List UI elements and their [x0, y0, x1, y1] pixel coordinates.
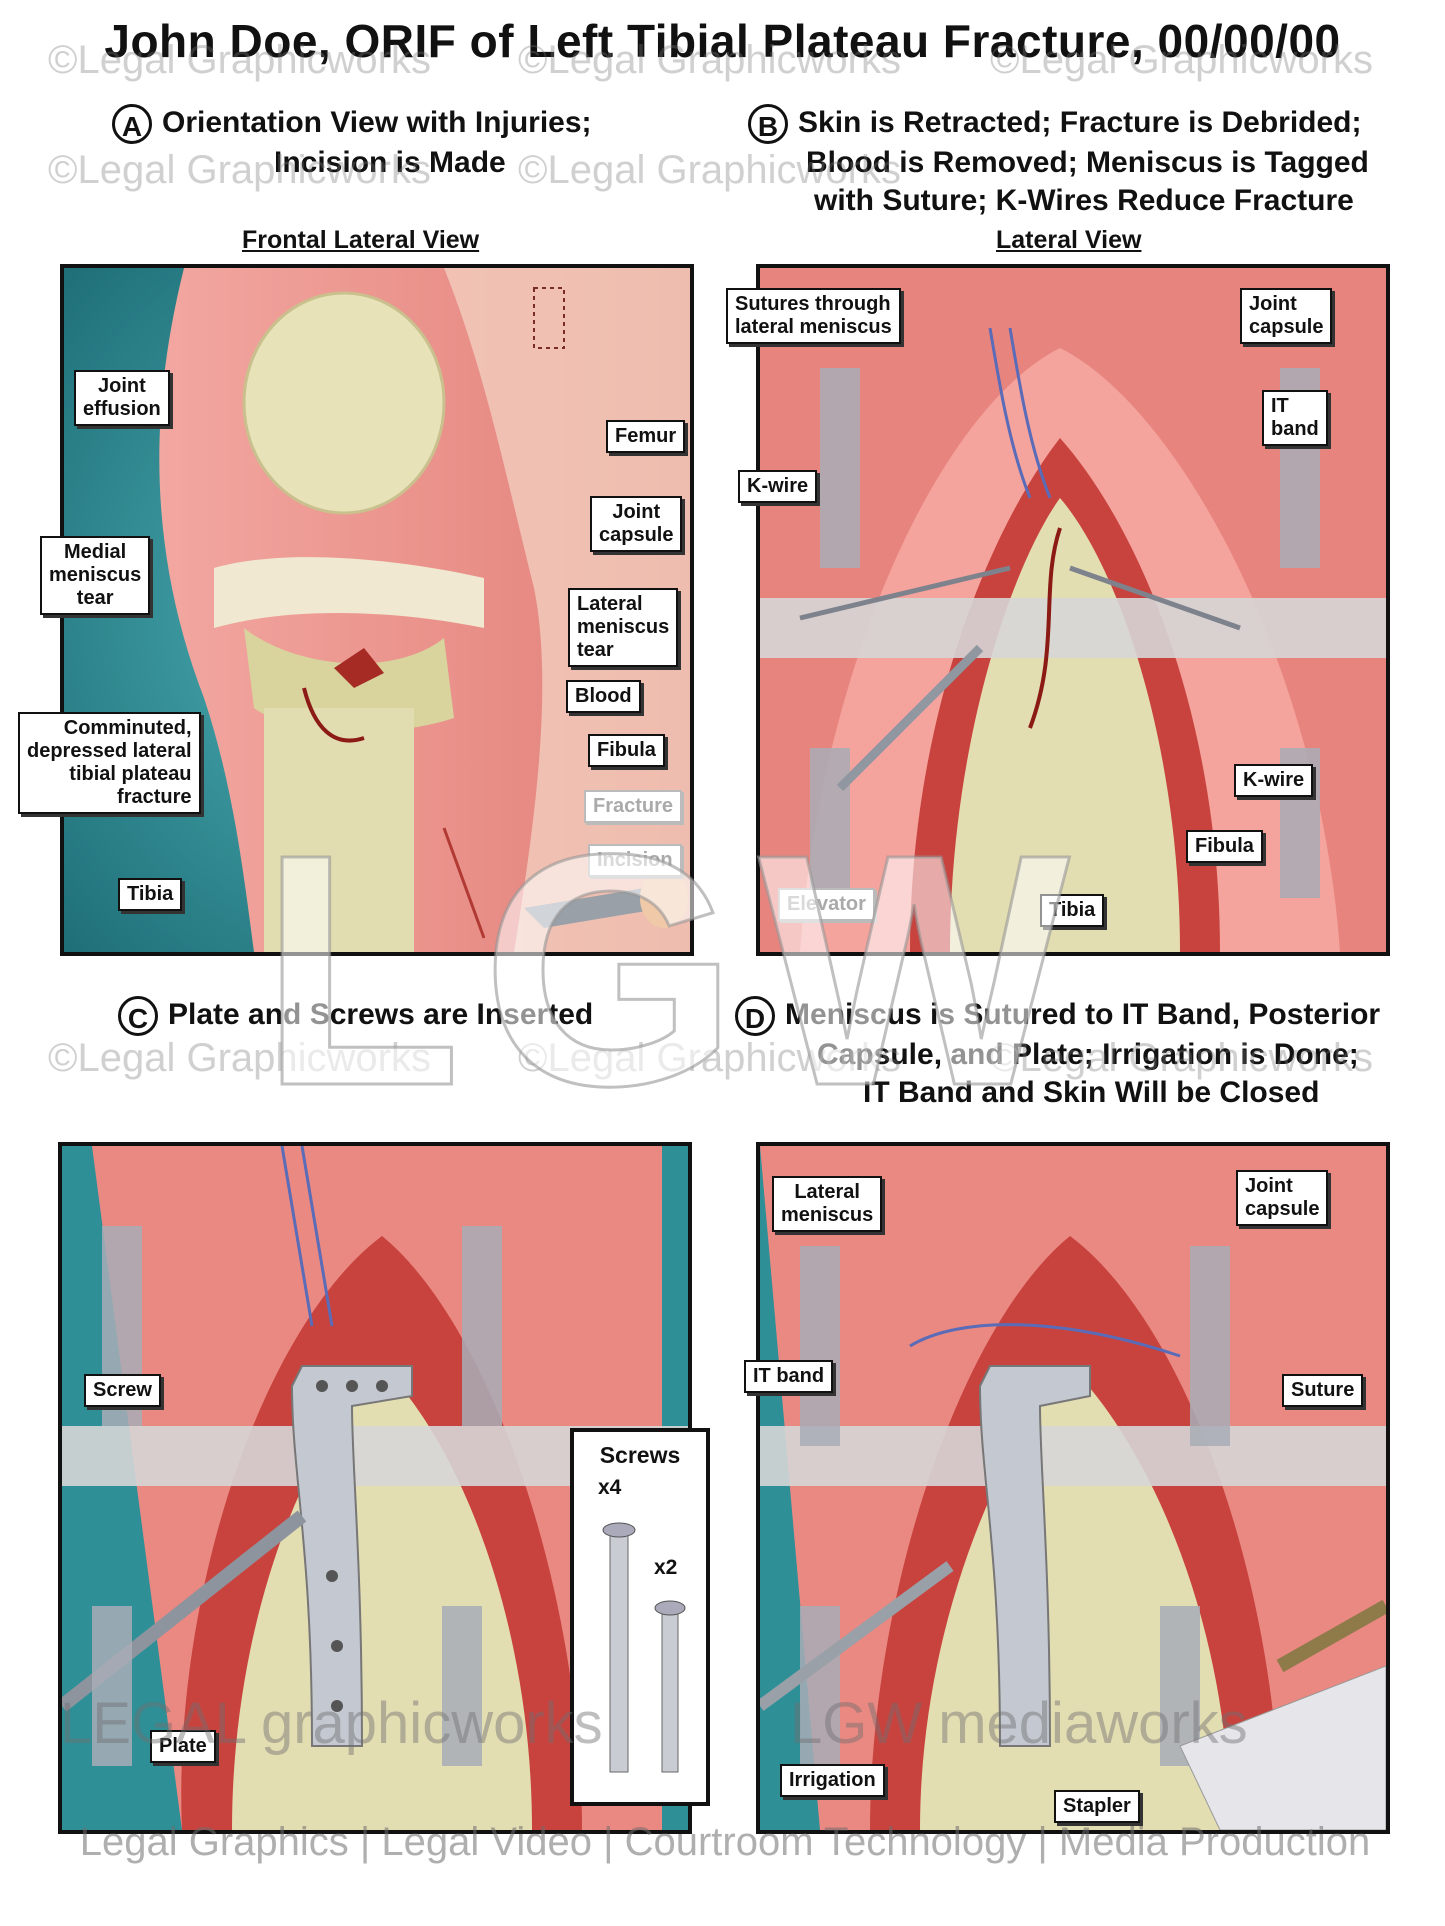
section-d-line2: Capsule, and Plate; Irrigation is Done; [817, 1038, 1359, 1072]
screws-count-long: x4 [598, 1476, 622, 1499]
label-tibia-a: Tibia [118, 878, 183, 911]
label-fibula-a: Fibula [588, 734, 665, 767]
section-c-letter: C [118, 996, 158, 1037]
section-d-line3: IT Band and Skin Will be Closed [863, 1076, 1320, 1110]
panel-b-illustration [756, 264, 1390, 956]
watermark-tile: ©Legal Graphicworks [48, 1036, 431, 1080]
panel-a-illustration [60, 264, 694, 956]
label-joint-effusion: Joint effusion [74, 370, 170, 426]
section-a-line2: Incision is Made [274, 146, 506, 180]
label-joint-capsule-d: Joint capsule [1236, 1170, 1329, 1226]
label-fibula-b: Fibula [1186, 830, 1263, 863]
label-plate: Plate [150, 1730, 216, 1763]
screws-legend-box: Screws x4 x2 [570, 1428, 710, 1806]
section-a-heading: A Orientation View with Injuries; Incisio… [112, 104, 672, 182]
section-b-heading: B Skin is Retracted; Fracture is Debrided… [748, 104, 1428, 220]
page-title: John Doe, ORIF of Left Tibial Plateau Fr… [104, 15, 1341, 67]
label-it-band-d: IT band [744, 1360, 834, 1393]
section-a-view-label: Frontal Lateral View [242, 226, 480, 254]
label-it-band-b: IT band [1262, 390, 1328, 446]
label-blood: Blood [566, 680, 641, 713]
label-tibia-b: Tibia [1040, 894, 1105, 927]
label-k-wire-right: K-wire [1234, 764, 1314, 797]
section-d-heading: D Meniscus is Sutured to IT Band, Posteri… [735, 996, 1435, 1112]
label-stapler: Stapler [1054, 1790, 1140, 1823]
screws-legend-header: Screws [599, 1442, 681, 1468]
section-a-line1: Orientation View with Injuries; [162, 106, 592, 139]
label-fracture: Fracture [584, 790, 683, 823]
label-femur: Femur [606, 420, 686, 453]
brand-watermark-right: LGW mediaworks [790, 1691, 1248, 1756]
section-c-heading: C Plate and Screws are Inserted [118, 996, 678, 1037]
label-joint-capsule-b: Joint capsule [1240, 288, 1333, 344]
label-suture: Suture [1282, 1374, 1364, 1407]
label-comminuted-fracture: Comminuted, depressed lateral tibial pla… [18, 712, 201, 814]
label-incision: Incision [588, 844, 682, 877]
label-screw: Screw [84, 1374, 161, 1407]
label-elevator: Elevator [778, 888, 875, 921]
section-a-letter: A [112, 104, 152, 145]
section-c-line1: Plate and Screws are Inserted [168, 998, 594, 1031]
section-b-line2: Blood is Removed; Meniscus is Tagged [806, 146, 1369, 180]
section-b-line3: with Suture; K-Wires Reduce Fracture [814, 184, 1354, 218]
label-lateral-meniscus: Lateral meniscus [772, 1176, 883, 1232]
section-b-letter: B [748, 104, 788, 145]
section-b-line1: Skin is Retracted; Fracture is Debrided; [798, 106, 1362, 139]
label-lateral-meniscus-tear: Lateral meniscus tear [568, 588, 679, 667]
label-sutures-meniscus: Sutures through lateral meniscus [726, 288, 901, 344]
screws-legend-drawing [602, 1522, 686, 1773]
panel-d-drawing [760, 1146, 1386, 1830]
brand-watermark-left: LEGAL graphicworks [60, 1691, 603, 1756]
panel-b-drawing [760, 268, 1386, 952]
panel-a-drawing [64, 268, 690, 952]
footer-watermark: Legal Graphics | Legal Video | Courtroom… [79, 1820, 1371, 1864]
section-d-line1: Meniscus is Sutured to IT Band, Posterio… [785, 998, 1381, 1031]
panel-d-illustration [756, 1142, 1390, 1834]
section-d-letter: D [735, 996, 775, 1037]
label-k-wire-left: K-wire [738, 470, 818, 503]
label-joint-capsule-a: Joint capsule [590, 496, 683, 552]
section-b-view-label: Lateral View [996, 226, 1142, 254]
screws-count-short: x2 [654, 1556, 678, 1579]
label-irrigation: Irrigation [780, 1764, 885, 1797]
label-medial-meniscus-tear: Medial meniscus tear [40, 536, 151, 615]
